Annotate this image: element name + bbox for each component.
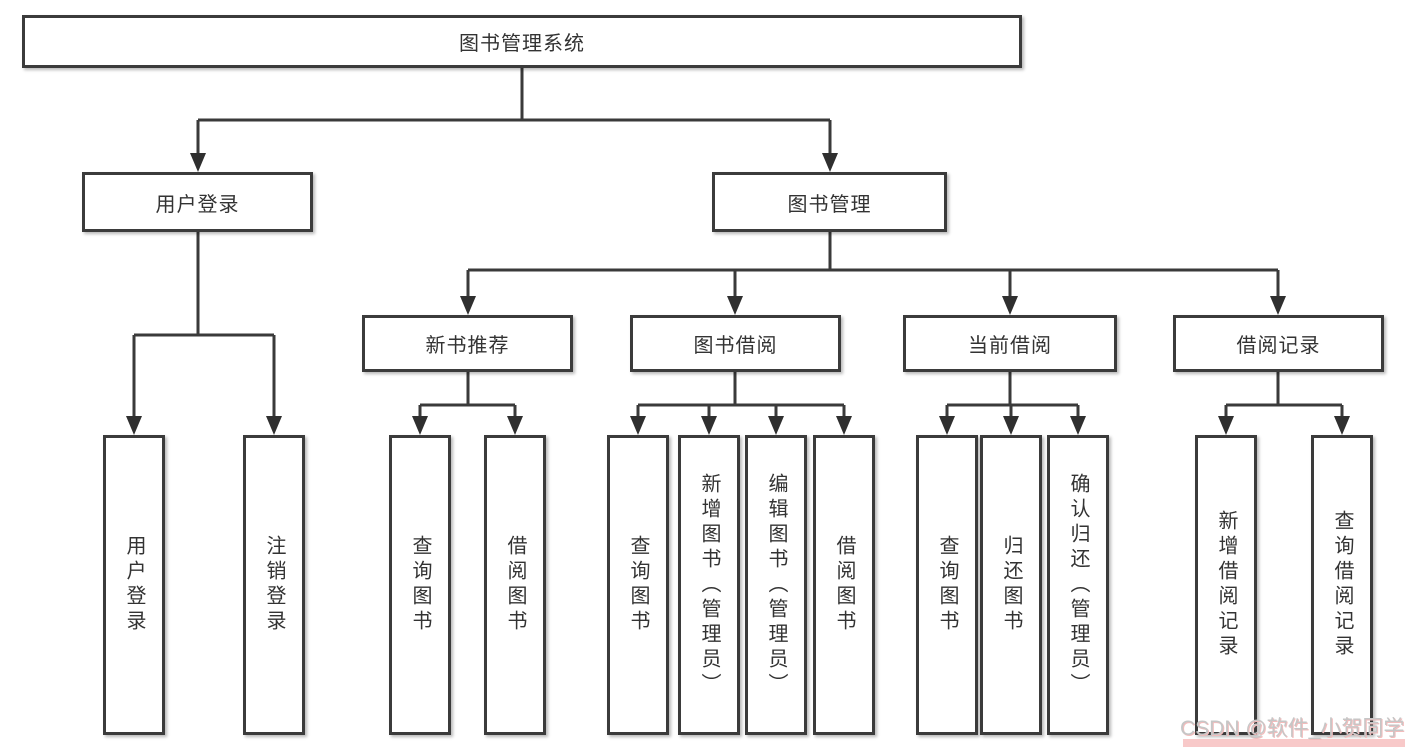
node-label: 图书借阅 xyxy=(693,335,778,357)
node-book-borrowing: 图书借阅 xyxy=(630,315,841,372)
node-label: 查询图书 xyxy=(627,535,649,635)
node-label: 查询图书 xyxy=(409,535,431,635)
node-label: 借阅记录 xyxy=(1236,335,1321,357)
node-user-login: 用户登录 xyxy=(82,172,313,232)
node-label: 当前借阅 xyxy=(968,335,1052,357)
node-label: 注销登录 xyxy=(263,535,285,635)
node-label: 新增借阅记录 xyxy=(1215,510,1237,660)
watermark: CSDN @软件_小贺同学 xyxy=(1180,717,1405,740)
node-label: 查询借阅记录 xyxy=(1331,510,1353,660)
node-book-management: 图书管理 xyxy=(712,172,947,232)
node-current-borrowing: 当前借阅 xyxy=(903,315,1117,372)
node-label: 新增图书（管理员） xyxy=(698,472,720,698)
watermark-pink-strip xyxy=(1183,739,1405,747)
node-borrow-records: 借阅记录 xyxy=(1173,315,1384,372)
node-new-book-recommend: 新书推荐 xyxy=(362,315,573,372)
node-root: 图书管理系统 xyxy=(22,15,1022,68)
leaf-add-borrow-record: 新增借阅记录 xyxy=(1195,435,1257,735)
node-label: 用户登录 xyxy=(155,193,240,216)
leaf-add-book-admin: 新增图书（管理员） xyxy=(678,435,740,735)
node-label: 借阅图书 xyxy=(504,535,526,635)
node-label: 图书管理系统 xyxy=(459,33,585,55)
node-label: 新书推荐 xyxy=(425,335,510,357)
leaf-user-login: 用户登录 xyxy=(103,435,165,735)
leaf-edit-book-admin: 编辑图书（管理员） xyxy=(745,435,807,735)
leaf-borrow-books-recommend: 借阅图书 xyxy=(484,435,546,735)
node-label: 图书管理 xyxy=(787,193,872,216)
node-label: 借阅图书 xyxy=(833,535,855,635)
arrowheads xyxy=(126,153,1350,435)
leaf-confirm-return-admin: 确认归还（管理员） xyxy=(1047,435,1109,735)
leaf-query-borrow-record: 查询借阅记录 xyxy=(1311,435,1373,735)
leaf-borrow-books-borrowing: 借阅图书 xyxy=(813,435,875,735)
leaf-query-books-borrowing: 查询图书 xyxy=(607,435,669,735)
leaf-query-books-recommend: 查询图书 xyxy=(389,435,451,735)
node-label: 用户登录 xyxy=(123,535,145,635)
leaf-query-books-current: 查询图书 xyxy=(916,435,978,735)
node-label: 查询图书 xyxy=(936,535,958,635)
leaf-return-books: 归还图书 xyxy=(980,435,1042,735)
node-label: 确认归还（管理员） xyxy=(1067,472,1089,698)
node-label: 编辑图书（管理员） xyxy=(765,472,787,698)
node-label: 归还图书 xyxy=(1000,535,1022,635)
leaf-logout: 注销登录 xyxy=(243,435,305,735)
